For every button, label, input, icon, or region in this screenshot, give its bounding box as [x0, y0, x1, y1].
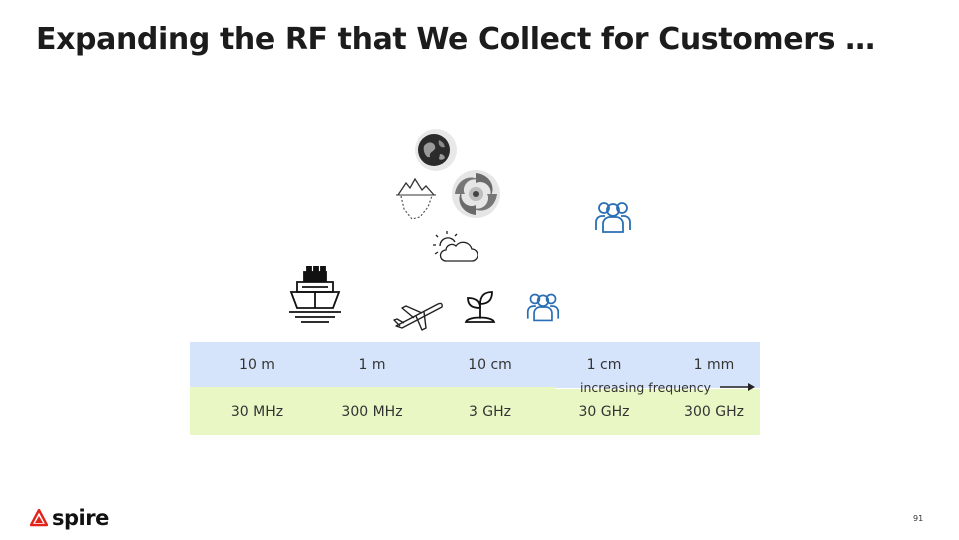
- wavelength-label: 10 m: [239, 357, 275, 373]
- slide-title: Expanding the RF that We Collect for Cus…: [36, 22, 875, 57]
- iceberg-icon: [396, 177, 436, 220]
- wavelength-label: 10 cm: [468, 357, 512, 373]
- globe-icon: [415, 129, 457, 171]
- wavelength-label: 1 mm: [693, 357, 735, 373]
- frequency-band: [190, 389, 760, 435]
- wavelength-band: [190, 342, 760, 388]
- ship-icon: [289, 266, 341, 323]
- frequency-label: 3 GHz: [468, 404, 512, 420]
- sprout-icon: [464, 291, 496, 323]
- frequency-label: 300 MHz: [341, 404, 403, 420]
- hurricane-icon: [452, 170, 500, 218]
- wavelength-label: 1 m: [358, 357, 386, 373]
- arrow-right-icon: [720, 383, 755, 391]
- airplane-icon: [393, 302, 443, 331]
- frequency-label: 30 GHz: [578, 404, 630, 420]
- spire-logo: spire: [30, 506, 109, 530]
- frequency-label: 300 GHz: [684, 404, 744, 420]
- people-icon: [526, 293, 560, 322]
- frequency-label: 30 MHz: [230, 404, 284, 420]
- spire-logo-mark-icon: [30, 509, 48, 527]
- partly-cloudy-icon: [433, 231, 478, 262]
- logo-text: spire: [52, 506, 109, 530]
- wavelength-label: 1 cm: [586, 357, 622, 373]
- increasing-frequency-note: increasing frequency: [580, 380, 711, 395]
- page-number: 91: [913, 514, 924, 523]
- people-icon: [595, 202, 631, 233]
